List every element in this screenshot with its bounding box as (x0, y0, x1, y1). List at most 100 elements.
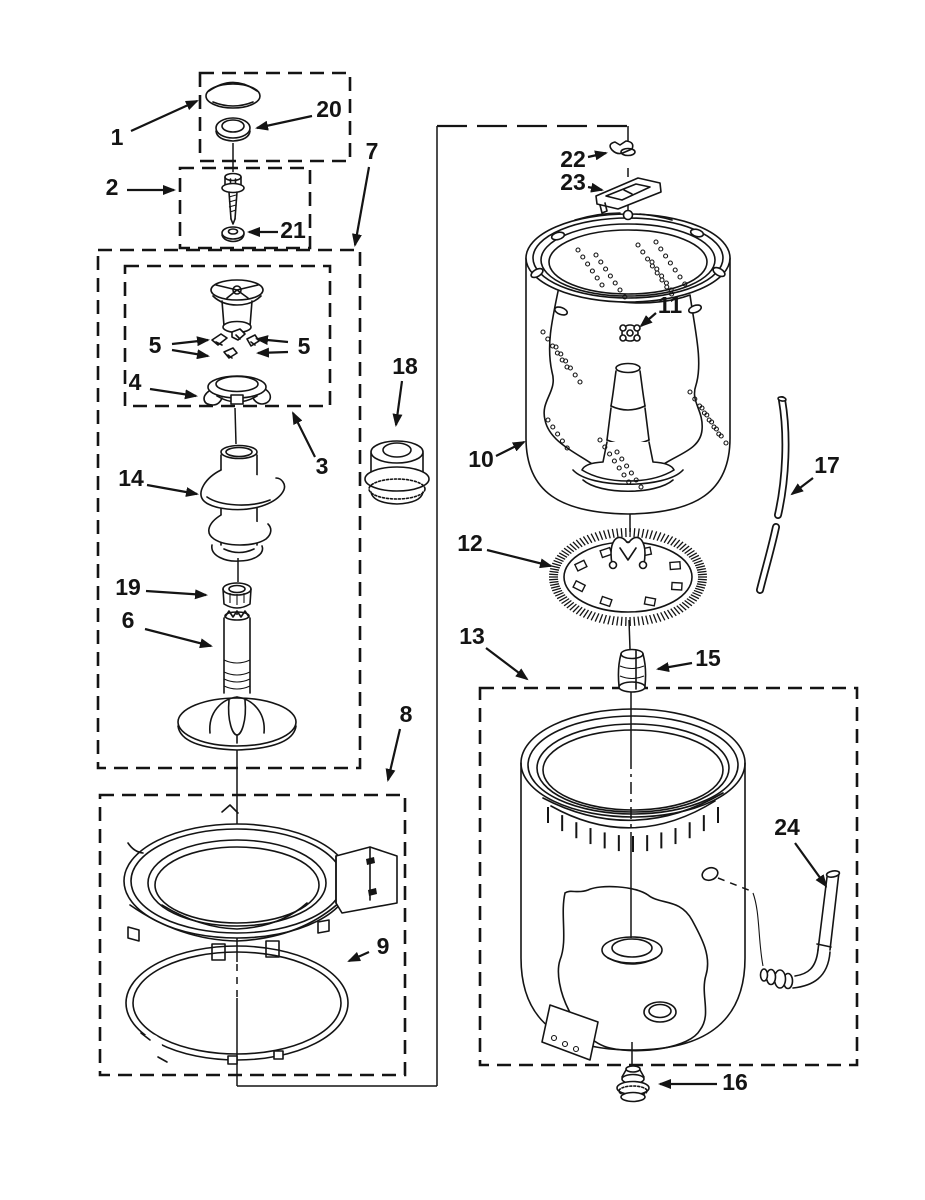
callout-24: 24 (774, 814, 828, 888)
callout-19: 19 (115, 574, 208, 600)
callout-13: 13 (459, 623, 529, 681)
callout-arrow (485, 647, 529, 681)
tub-sump (541, 885, 709, 1061)
callout-arrow (171, 348, 210, 360)
drive-ring-part-12 (549, 528, 707, 626)
callout-9: 9 (347, 933, 390, 963)
callout-arrow (794, 842, 828, 888)
callout-1: 1 (111, 99, 199, 150)
cam-part-4 (203, 375, 272, 406)
basket-center-post (572, 362, 684, 492)
basket-part-10 (525, 257, 731, 515)
clutch-parts (203, 279, 272, 406)
callout-16: 16 (658, 1069, 748, 1095)
callout-6: 6 (122, 607, 213, 649)
callout-12: 12 (457, 530, 553, 569)
callout-11: 11 (639, 292, 683, 328)
callout-5: 5 (255, 333, 311, 359)
clip-part-22 (609, 140, 636, 157)
part-number-label: 3 (316, 453, 329, 479)
part-number-label: 24 (774, 814, 800, 840)
part-number-label: 1 (111, 124, 124, 150)
callout-arrow (385, 728, 402, 782)
callout-arrow (347, 950, 370, 963)
callout-arrow (587, 182, 604, 193)
callout-arrow (352, 166, 371, 247)
callout-arrow (145, 589, 208, 600)
callout-arrow (392, 380, 404, 427)
callout-10: 10 (468, 441, 526, 472)
box-clutch-group-3 (123, 264, 332, 408)
agitator-skirt (177, 697, 297, 747)
callout-arrow (495, 441, 526, 457)
callout-22: 22 (560, 146, 608, 172)
outer-tub-wall (520, 762, 746, 1051)
tub-baffle-slots (547, 807, 719, 852)
part-number-label: 8 (400, 701, 413, 727)
callout-7: 7 (352, 138, 379, 247)
stud-part-2 (224, 172, 242, 182)
cap-assembly (205, 81, 261, 142)
part-number-label: 18 (392, 353, 418, 379)
part-number-label: 10 (468, 446, 494, 472)
callout-arrow (790, 477, 814, 496)
callout-arrow (256, 347, 289, 358)
outer-tub-assembly (520, 708, 841, 1061)
seal-part-18 (364, 440, 430, 505)
part-number-label: 12 (457, 530, 483, 556)
washer-part-21 (221, 226, 245, 240)
part-number-label: 23 (560, 169, 586, 195)
part-number-label: 14 (118, 465, 144, 491)
part-number-label: 17 (814, 452, 840, 478)
part-number-label: 19 (115, 574, 141, 600)
tub-ring-assembly (123, 804, 398, 1065)
part-number-label: 11 (658, 292, 683, 318)
tub-ring-handle (335, 846, 398, 914)
callout-15: 15 (656, 645, 721, 673)
callout-3: 3 (292, 411, 329, 479)
gasket-part-9 (125, 945, 349, 1065)
callout-arrow (587, 150, 608, 161)
part-number-label: 21 (280, 217, 306, 243)
group-boxes (96, 71, 859, 1077)
callout-23: 23 (560, 169, 604, 195)
part-number-label: 4 (129, 369, 142, 395)
box-cap-group (198, 71, 352, 163)
seal-part-20 (215, 117, 251, 139)
part-number-label: 5 (298, 333, 311, 359)
ring-clip (608, 536, 648, 570)
clutch-dogs-5 (211, 328, 260, 359)
callout-arrow (149, 387, 198, 400)
box-agitator-group-7 (96, 248, 362, 770)
callout-arrow (639, 312, 657, 328)
box-outer-tub-group-13 (478, 686, 859, 1067)
basket-assembly (525, 140, 731, 515)
callout-14: 14 (118, 465, 199, 497)
part-number-label: 20 (316, 96, 342, 122)
hose-part-24 (701, 866, 841, 990)
part-number-label: 9 (377, 933, 390, 959)
callout-8: 8 (385, 701, 413, 782)
callout-arrow (130, 99, 199, 133)
callout-arrow (144, 627, 213, 649)
hose-part-17 (756, 396, 790, 594)
callout-4: 4 (129, 369, 198, 400)
callout-arrow (171, 336, 210, 347)
stud-assembly (221, 172, 245, 243)
part-number-label: 5 (149, 332, 162, 358)
part-number-label: 7 (366, 138, 379, 164)
part-number-label: 2 (106, 174, 119, 200)
callout-arrow (255, 114, 313, 131)
callout-arrow (486, 548, 553, 569)
part-number-label: 15 (695, 645, 721, 671)
box-tub-ring-group-8 (98, 793, 407, 1077)
part-number-label: 6 (122, 607, 135, 633)
callout-arrow (255, 335, 289, 346)
callout-5: 5 (149, 332, 210, 360)
nut-part-11 (619, 324, 641, 342)
cap-part-1 (205, 83, 261, 109)
auger-part-14 (200, 444, 286, 562)
